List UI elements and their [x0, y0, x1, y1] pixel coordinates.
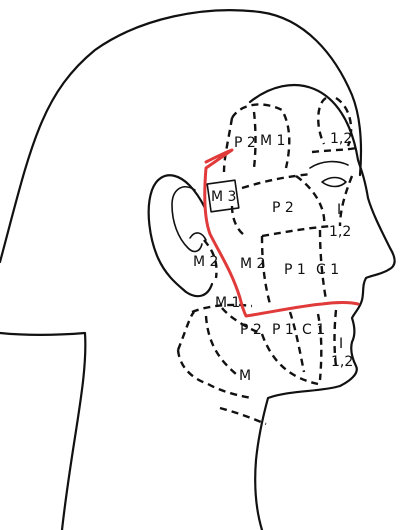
zone-label-1-2-nose-b: 1,2: [329, 224, 351, 240]
zone-labels: P 2 M 1 1,2 M 3 P 2 I 1,2 M 2 M 2 P 1 C …: [193, 131, 353, 384]
face-profile: [250, 85, 395, 530]
eye-brow: [310, 162, 348, 168]
ear-canal: [190, 233, 206, 240]
zone-label-m3: M 3: [211, 189, 236, 205]
zone-label-p2-mid: P 2: [272, 200, 294, 216]
zone-label-m1-lower: M 1: [215, 295, 240, 311]
zone-label-c1-cheek: C 1: [316, 262, 339, 278]
zone-label-m2-ear: M 2: [193, 254, 218, 270]
neck-back-line: [0, 333, 85, 530]
zone-label-1-2-forehead: 1,2: [330, 131, 352, 147]
zone-label-m2-cheek: M 2: [240, 256, 265, 272]
zone-label-1-2-chin-a: I: [339, 336, 343, 352]
eye-lid: [322, 178, 346, 187]
zone-label-p2-upper: P 2: [234, 135, 256, 151]
zone-label-p1-cheek: P 1: [284, 262, 306, 278]
zone-label-1-2-nose-a: I: [337, 202, 341, 218]
zone-label-p1-lower: P 1: [272, 322, 294, 338]
zone-label-m1-upper: M 1: [260, 133, 285, 149]
zone-label-1-2-chin-b: 1,2: [331, 354, 353, 370]
zone-label-c1-lower: C 1: [302, 322, 325, 338]
zone-label-p2-lower: P 2: [240, 322, 262, 338]
head-outline: [0, 10, 361, 262]
zone-label-m-neck: M: [239, 368, 251, 384]
